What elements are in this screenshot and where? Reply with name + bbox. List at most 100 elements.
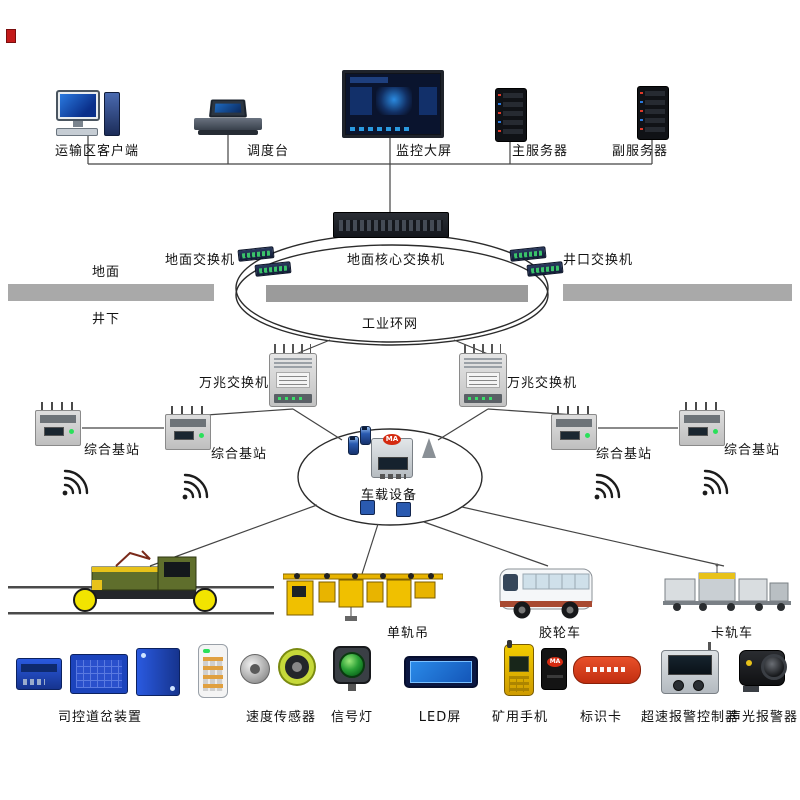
alarm-lens [761,654,787,680]
label-dispatch-console: 调度台 [246,144,290,159]
label-rail-clamp-vehicle: 卡轨车 [710,626,754,641]
control-box-ports [23,679,45,685]
label-surface: 地面 [91,265,121,280]
wifi-signal-icon [181,473,209,501]
base-station-body [679,410,725,446]
controller-knob [693,680,704,691]
monorail-crane-icon [283,573,443,621]
bus-wheels [513,601,579,619]
switch-control-device-icon [16,646,180,698]
control-board [70,654,128,694]
label-switch-control-device: 司控道岔装置 [57,710,143,725]
screw-dot [141,653,146,658]
switch-unit [526,261,564,277]
label-tengig-switch-right: 万兆交换机 [506,376,578,391]
console-base [198,130,258,135]
id-card-black-icon: MA [541,648,567,690]
cabinet-vents [274,358,312,368]
base-station-icon [35,402,81,446]
base-station-icon [679,402,725,446]
rubber-tired-vehicle-icon [499,568,593,619]
cabinet-body [269,353,317,407]
cabinet-foot [464,394,502,403]
base-station-body [551,414,597,450]
base-station-icon [551,406,597,450]
onboard-reader-icon: MA [371,434,413,482]
label-sound-light-alarm: 声光报警器 [727,710,799,725]
console-screen [208,99,248,118]
switch-ports [513,250,543,259]
railcar-modules [664,563,789,602]
overspeed-alarm-controller-icon [661,642,719,694]
label-wellhead-switch: 井口交换机 [562,253,634,268]
desktop-computer-icon [56,90,120,138]
dashboard-panel-right [419,87,437,115]
console-body [194,118,262,130]
server-leds [640,92,643,134]
controller-antenna [708,642,711,651]
cabinet-foot [274,394,312,403]
reader-screen [378,457,408,470]
label-vehicle-hub: 车载设备 [360,488,418,503]
switch-ports [530,265,560,274]
controller-screen [668,655,712,675]
dispatch-console-icon [194,98,262,136]
top-bus-lines [87,131,653,213]
label-ground-switch: 地面交换机 [164,253,236,268]
switch-ports [241,250,271,259]
pc-tower [104,92,120,136]
onboard-module-icon [360,500,375,515]
sensor-hub [250,664,260,674]
secondary-server-icon [637,86,669,140]
label-speed-sensor: 速度传感器 [245,710,317,725]
label-rubber-tired-vehicle: 胶轮车 [538,626,582,641]
sensor-ring-head [280,650,314,684]
vehicle-hub-ellipse [297,428,483,526]
id-card-line [547,675,563,678]
primary-server-icon [495,88,527,142]
base-station-strip [556,419,592,427]
sensor-core [292,662,302,672]
label-led-screen: LED屏 [418,710,462,725]
cabinet-body [459,353,507,407]
control-box-strip [21,664,57,672]
server-slots [645,91,665,135]
base-station-strip [40,415,76,423]
crane-beam [283,573,443,580]
screw-dot [170,686,175,691]
ma-certification-mark: MA [547,657,563,667]
tengig-switch-icon [459,344,507,408]
wifi-signal-icon [61,469,89,497]
led-screen-icon [404,656,478,690]
label-base-station-3: 综合基站 [595,447,653,462]
signal-stem [348,684,356,691]
dashboard-panel-center [376,87,412,115]
cabinet-label-lines [469,376,497,385]
antenna-cap [350,437,355,440]
cabinet-leds [468,397,492,400]
ground-switch-icon [237,246,296,282]
id-card-red-icon [573,656,641,684]
rail-clamp-vehicle-icon [663,563,791,611]
control-board-pcb [76,660,122,688]
wifi-signal-icon [701,469,729,497]
label-core-switch: 地面核心交换机 [346,253,446,268]
pc-stand [73,121,83,127]
base-station-body [35,410,81,446]
alarm-base [743,686,759,692]
led-panel [410,661,472,683]
label-overspeed-controller: 超速报警控制器 [640,710,740,725]
base-station-antennas [41,402,74,410]
antenna-cap [362,427,367,430]
pc-screen [60,94,96,117]
control-box [16,658,62,690]
label-id-card: 标识卡 [579,710,623,725]
base-station-led [69,429,74,434]
cone-antenna-icon [422,438,436,458]
control-panel [136,648,180,696]
controller-knob [673,680,684,691]
label-base-station-4: 综合基站 [723,443,781,458]
id-card-body: MA [541,648,567,690]
mine-phone-icon [504,640,534,696]
